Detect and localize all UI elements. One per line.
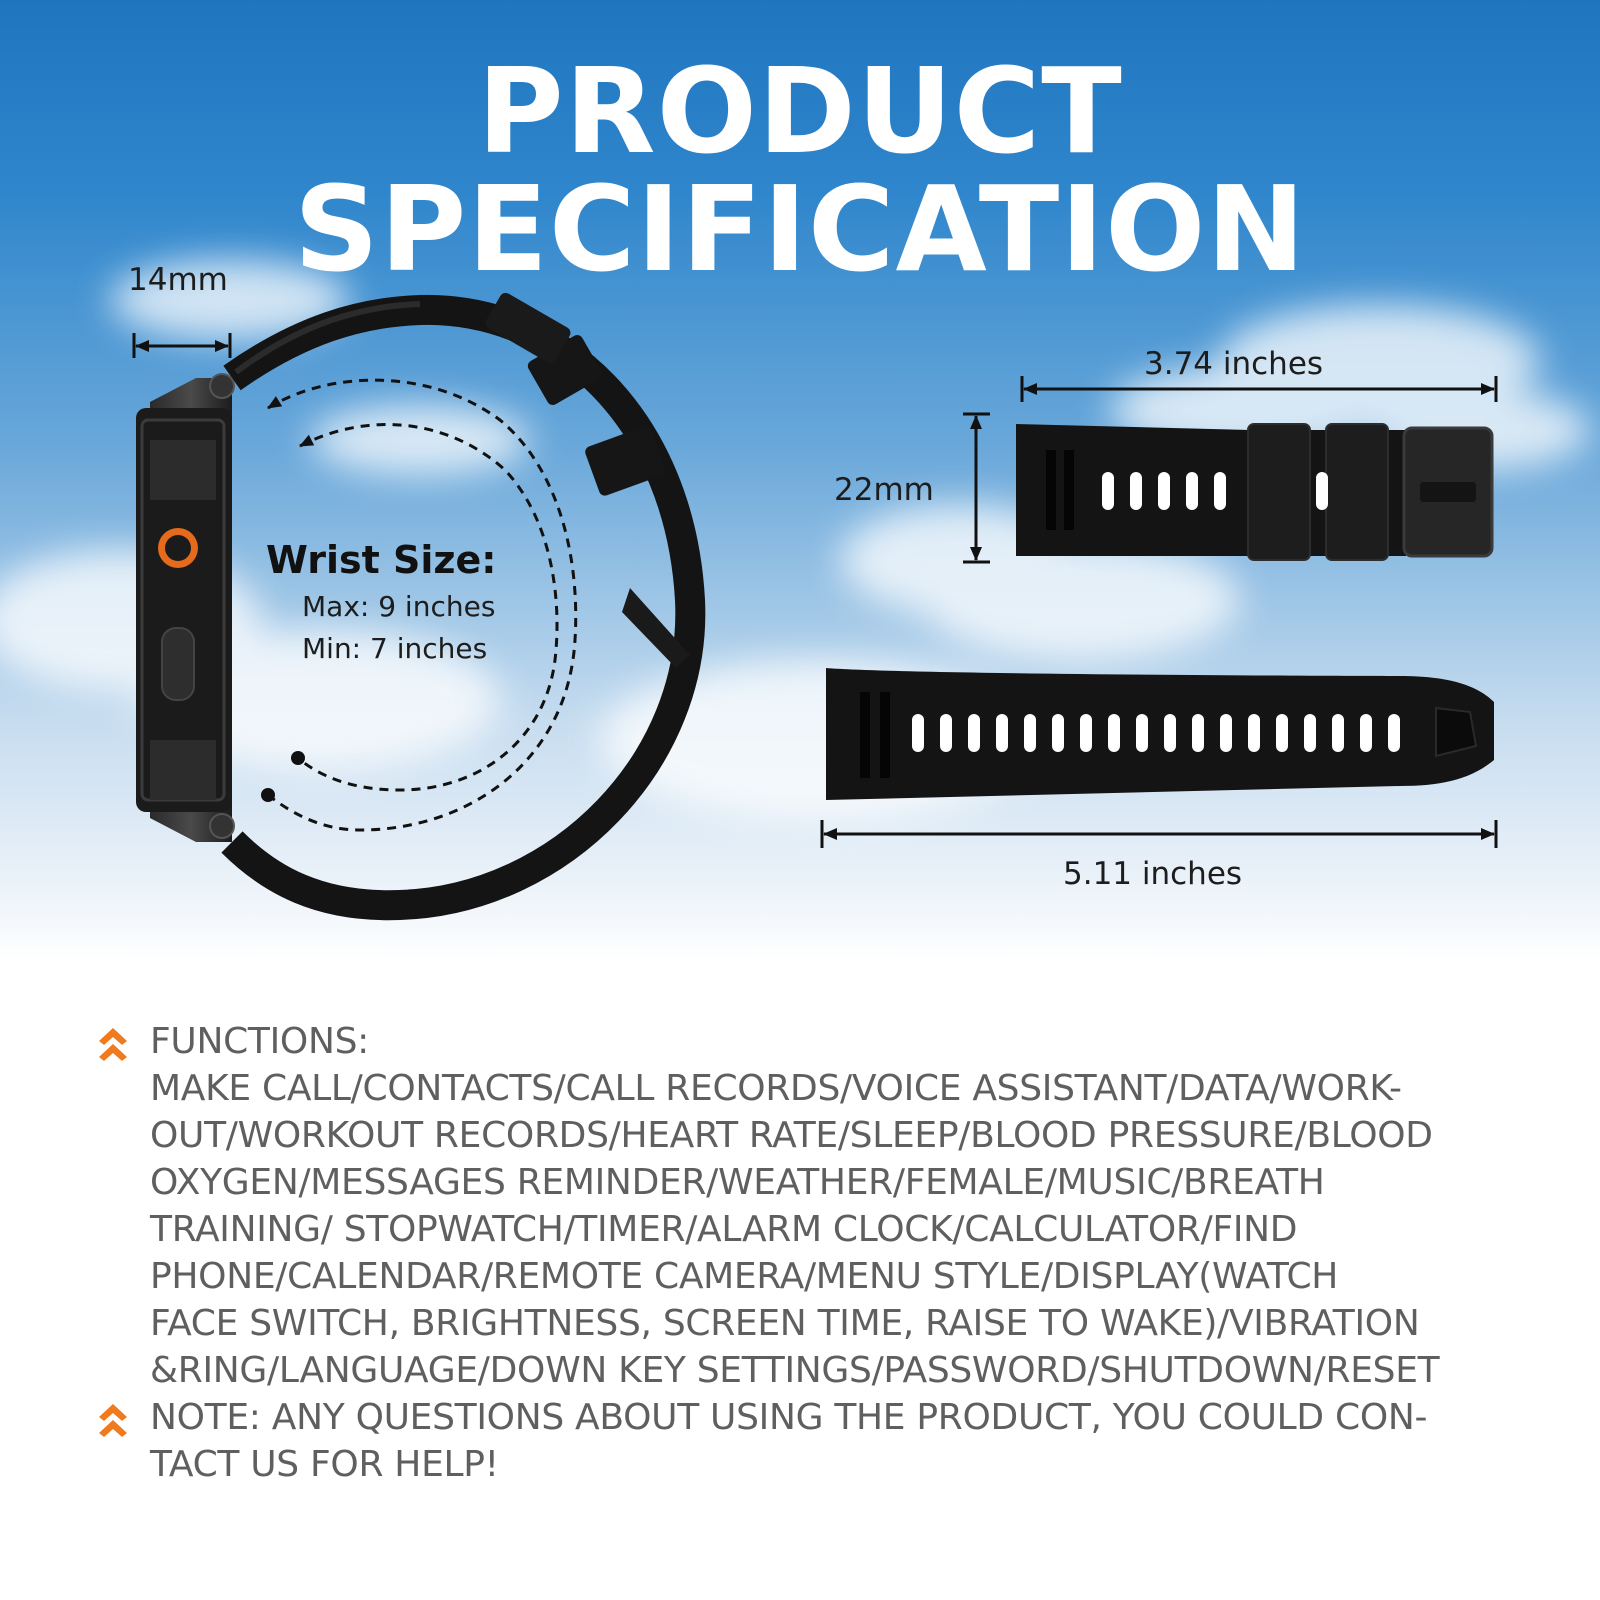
functions-heading: FUNCTIONS: bbox=[150, 1021, 369, 1062]
functions-block: FUNCTIONS: MAKE CALL/CONTACTS/CALL RECOR… bbox=[96, 1018, 1576, 1394]
wrist-size-title: Wrist Size: bbox=[266, 538, 497, 582]
long-strap-dimension bbox=[820, 820, 1498, 848]
watch-body bbox=[136, 373, 235, 842]
strap-width-dimension bbox=[963, 412, 990, 564]
double-chevron-up-icon bbox=[99, 1028, 127, 1061]
product-diagram bbox=[132, 292, 1498, 921]
double-chevron-up-icon bbox=[99, 1404, 127, 1437]
functions-line: PHONE/CALENDAR/REMOTE CAMERA/MENU STYLE/… bbox=[150, 1256, 1339, 1297]
long-strap-length-label: 5.11 inches bbox=[1063, 856, 1243, 892]
watch-band-loop bbox=[221, 292, 706, 921]
short-strap bbox=[1016, 423, 1494, 561]
functions-line: &RING/LANGUAGE/DOWN KEY SETTINGS/PASSWOR… bbox=[150, 1350, 1440, 1391]
note-line: TACT US FOR HELP! bbox=[150, 1444, 499, 1485]
strap-width-label: 22mm bbox=[834, 472, 934, 508]
wrist-size-min: Min: 7 inches bbox=[302, 632, 488, 665]
functions-line: OUT/WORKOUT RECORDS/HEART RATE/SLEEP/BLO… bbox=[150, 1115, 1433, 1156]
short-strap-dimension bbox=[1020, 376, 1498, 402]
functions-line: FACE SWITCH, BRIGHTNESS, SCREEN TIME, RA… bbox=[150, 1303, 1420, 1344]
lug-width-label: 14mm bbox=[128, 262, 228, 298]
note-line: NOTE: ANY QUESTIONS ABOUT USING THE PROD… bbox=[150, 1397, 1428, 1438]
functions-section: FUNCTIONS: MAKE CALL/CONTACTS/CALL RECOR… bbox=[96, 1018, 1576, 1488]
long-strap bbox=[826, 668, 1494, 800]
lug-width-dimension bbox=[132, 333, 232, 358]
page-title: PRODUCT SPECIFICATION bbox=[293, 42, 1307, 298]
functions-line: MAKE CALL/CONTACTS/CALL RECORDS/VOICE AS… bbox=[150, 1068, 1402, 1109]
functions-line: OXYGEN/MESSAGES REMINDER/WEATHER/FEMALE/… bbox=[150, 1162, 1325, 1203]
wrist-size-arrows bbox=[267, 378, 578, 832]
functions-line: TRAINING/ STOPWATCH/TIMER/ALARM CLOCK/CA… bbox=[150, 1209, 1298, 1250]
wrist-size-max: Max: 9 inches bbox=[302, 590, 496, 623]
short-strap-length-label: 3.74 inches bbox=[1144, 346, 1324, 382]
note-block: NOTE: ANY QUESTIONS ABOUT USING THE PROD… bbox=[96, 1394, 1576, 1488]
